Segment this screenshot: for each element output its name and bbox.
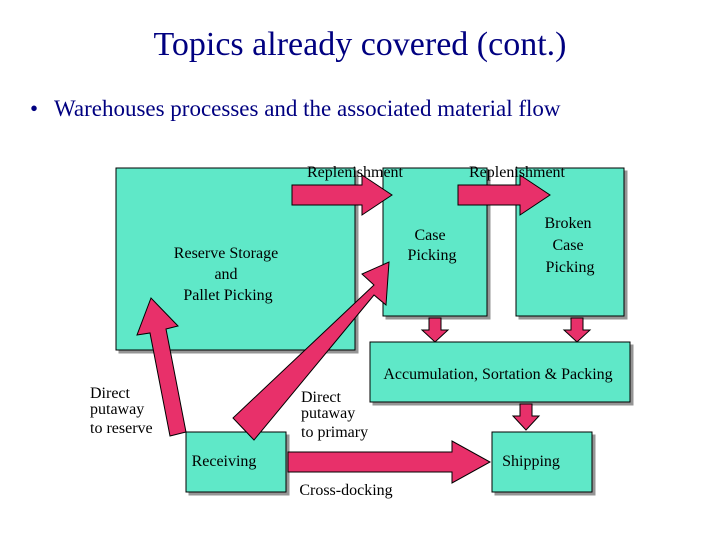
accumulation-box (369, 341, 631, 403)
reserve-line-1: Reserve Storage (174, 245, 278, 262)
direct-putaway-reserve-label: Direct putaway to reserve (90, 385, 153, 437)
bullet-item: • Warehouses processes and the associated… (30, 96, 561, 122)
broken-line-3: Picking (546, 259, 595, 276)
case-picking-label: Case Picking (408, 227, 457, 264)
dpr-line-3: to reserve (90, 420, 153, 437)
broken-line-1: Broken (544, 215, 591, 232)
case-line-2: Picking (408, 247, 457, 264)
dpp-line-2: putaway (301, 405, 355, 422)
broken-to-accumulation-arrow (562, 317, 592, 343)
direct-putaway-reserve-arrow (136, 297, 187, 437)
accumulation-label: Accumulation, Sortation & Packing (383, 366, 612, 383)
cross-docking-arrow (287, 440, 492, 484)
replenishment-label-2: Replenishment (469, 164, 566, 181)
broken-case-picking-label: Broken Case Picking (544, 215, 595, 276)
cross-docking-label: Cross-docking (299, 482, 392, 499)
case-line-1: Case (414, 227, 445, 244)
receiving-box (185, 431, 287, 493)
dpr-line-2: putaway (90, 401, 144, 418)
direct-putaway-primary-label: Direct putaway to primary (301, 389, 368, 441)
slide-title: Topics already covered (cont.) (153, 26, 567, 63)
receiving-label: Receiving (192, 453, 257, 470)
bullet-text: Warehouses processes and the associated … (54, 96, 561, 121)
bullet-icon: • (30, 96, 39, 121)
case-to-accumulation-arrow (420, 317, 450, 343)
replenishment-label-1: Replenishment (307, 164, 404, 181)
dpp-line-1: Direct (301, 389, 342, 406)
reserve-line-2: and (214, 266, 237, 283)
shipping-box (491, 431, 593, 493)
dpp-line-3: to primary (301, 424, 368, 441)
reserve-line-3: Pallet Picking (183, 287, 272, 304)
dpr-line-1: Direct (90, 385, 131, 402)
replenishment-arrow-2 (457, 174, 551, 216)
shipping-label: Shipping (502, 453, 560, 470)
reserve-storage-label: Reserve Storage and Pallet Picking (174, 245, 282, 304)
direct-putaway-primary-arrow (232, 261, 390, 441)
broken-line-2: Case (552, 237, 583, 254)
accumulation-to-shipping-arrow (511, 403, 541, 431)
replenishment-arrow-1 (291, 174, 393, 216)
